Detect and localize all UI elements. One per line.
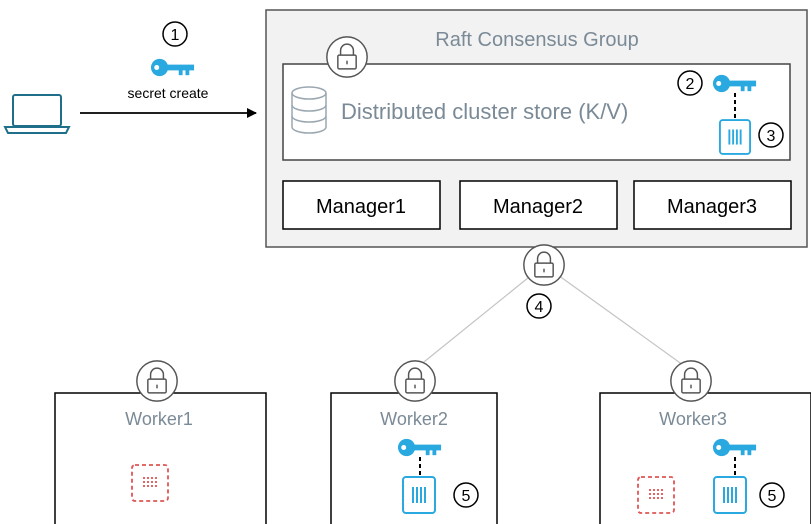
worker-1-label: Worker1	[125, 409, 193, 429]
cluster-store-box	[282, 63, 791, 161]
container-icon	[719, 119, 751, 155]
step-4-badge: 4	[526, 293, 552, 319]
lock-icon	[670, 360, 712, 402]
step-5-badge: 5	[759, 482, 785, 508]
step-5-badge: 5	[453, 482, 479, 508]
step-2-badge: 2	[677, 70, 703, 96]
svg-text:5: 5	[462, 488, 471, 505]
database-icon	[291, 86, 327, 134]
step-3-badge: 3	[758, 122, 784, 148]
svg-text:2: 2	[686, 76, 695, 93]
secret-create-label: secret create	[128, 85, 209, 101]
svg-text:Manager2: Manager2	[493, 196, 583, 218]
tls-link-worker3	[543, 264, 691, 371]
manager-3: Manager3	[633, 180, 792, 230]
svg-text:Manager3: Manager3	[667, 196, 757, 218]
lock-icon	[523, 244, 565, 286]
container-icon	[402, 476, 436, 514]
lock-icon	[394, 360, 436, 402]
cluster-store-label: Distributed cluster store (K/V)	[341, 99, 628, 124]
svg-text:4: 4	[535, 299, 544, 316]
manager-1: Manager1	[282, 180, 441, 230]
worker-1-node: Worker1	[54, 392, 267, 524]
container-icon	[637, 476, 675, 514]
raft-group-title: Raft Consensus Group	[435, 29, 638, 51]
svg-text:3: 3	[767, 128, 776, 145]
svg-text:5: 5	[768, 488, 777, 505]
lock-icon	[326, 36, 368, 78]
svg-text:1: 1	[171, 27, 180, 44]
svg-text:Manager1: Manager1	[316, 196, 406, 218]
laptop-icon	[3, 94, 71, 134]
worker-2-label: Worker2	[380, 409, 448, 429]
container-icon	[713, 476, 747, 514]
worker-3-label: Worker3	[659, 409, 727, 429]
manager-2: Manager2	[459, 180, 618, 230]
container-icon	[131, 464, 169, 502]
tls-link-worker2	[413, 264, 545, 371]
step-1-badge: 1	[162, 21, 188, 47]
key-icon	[150, 58, 195, 77]
lock-icon	[136, 360, 178, 402]
